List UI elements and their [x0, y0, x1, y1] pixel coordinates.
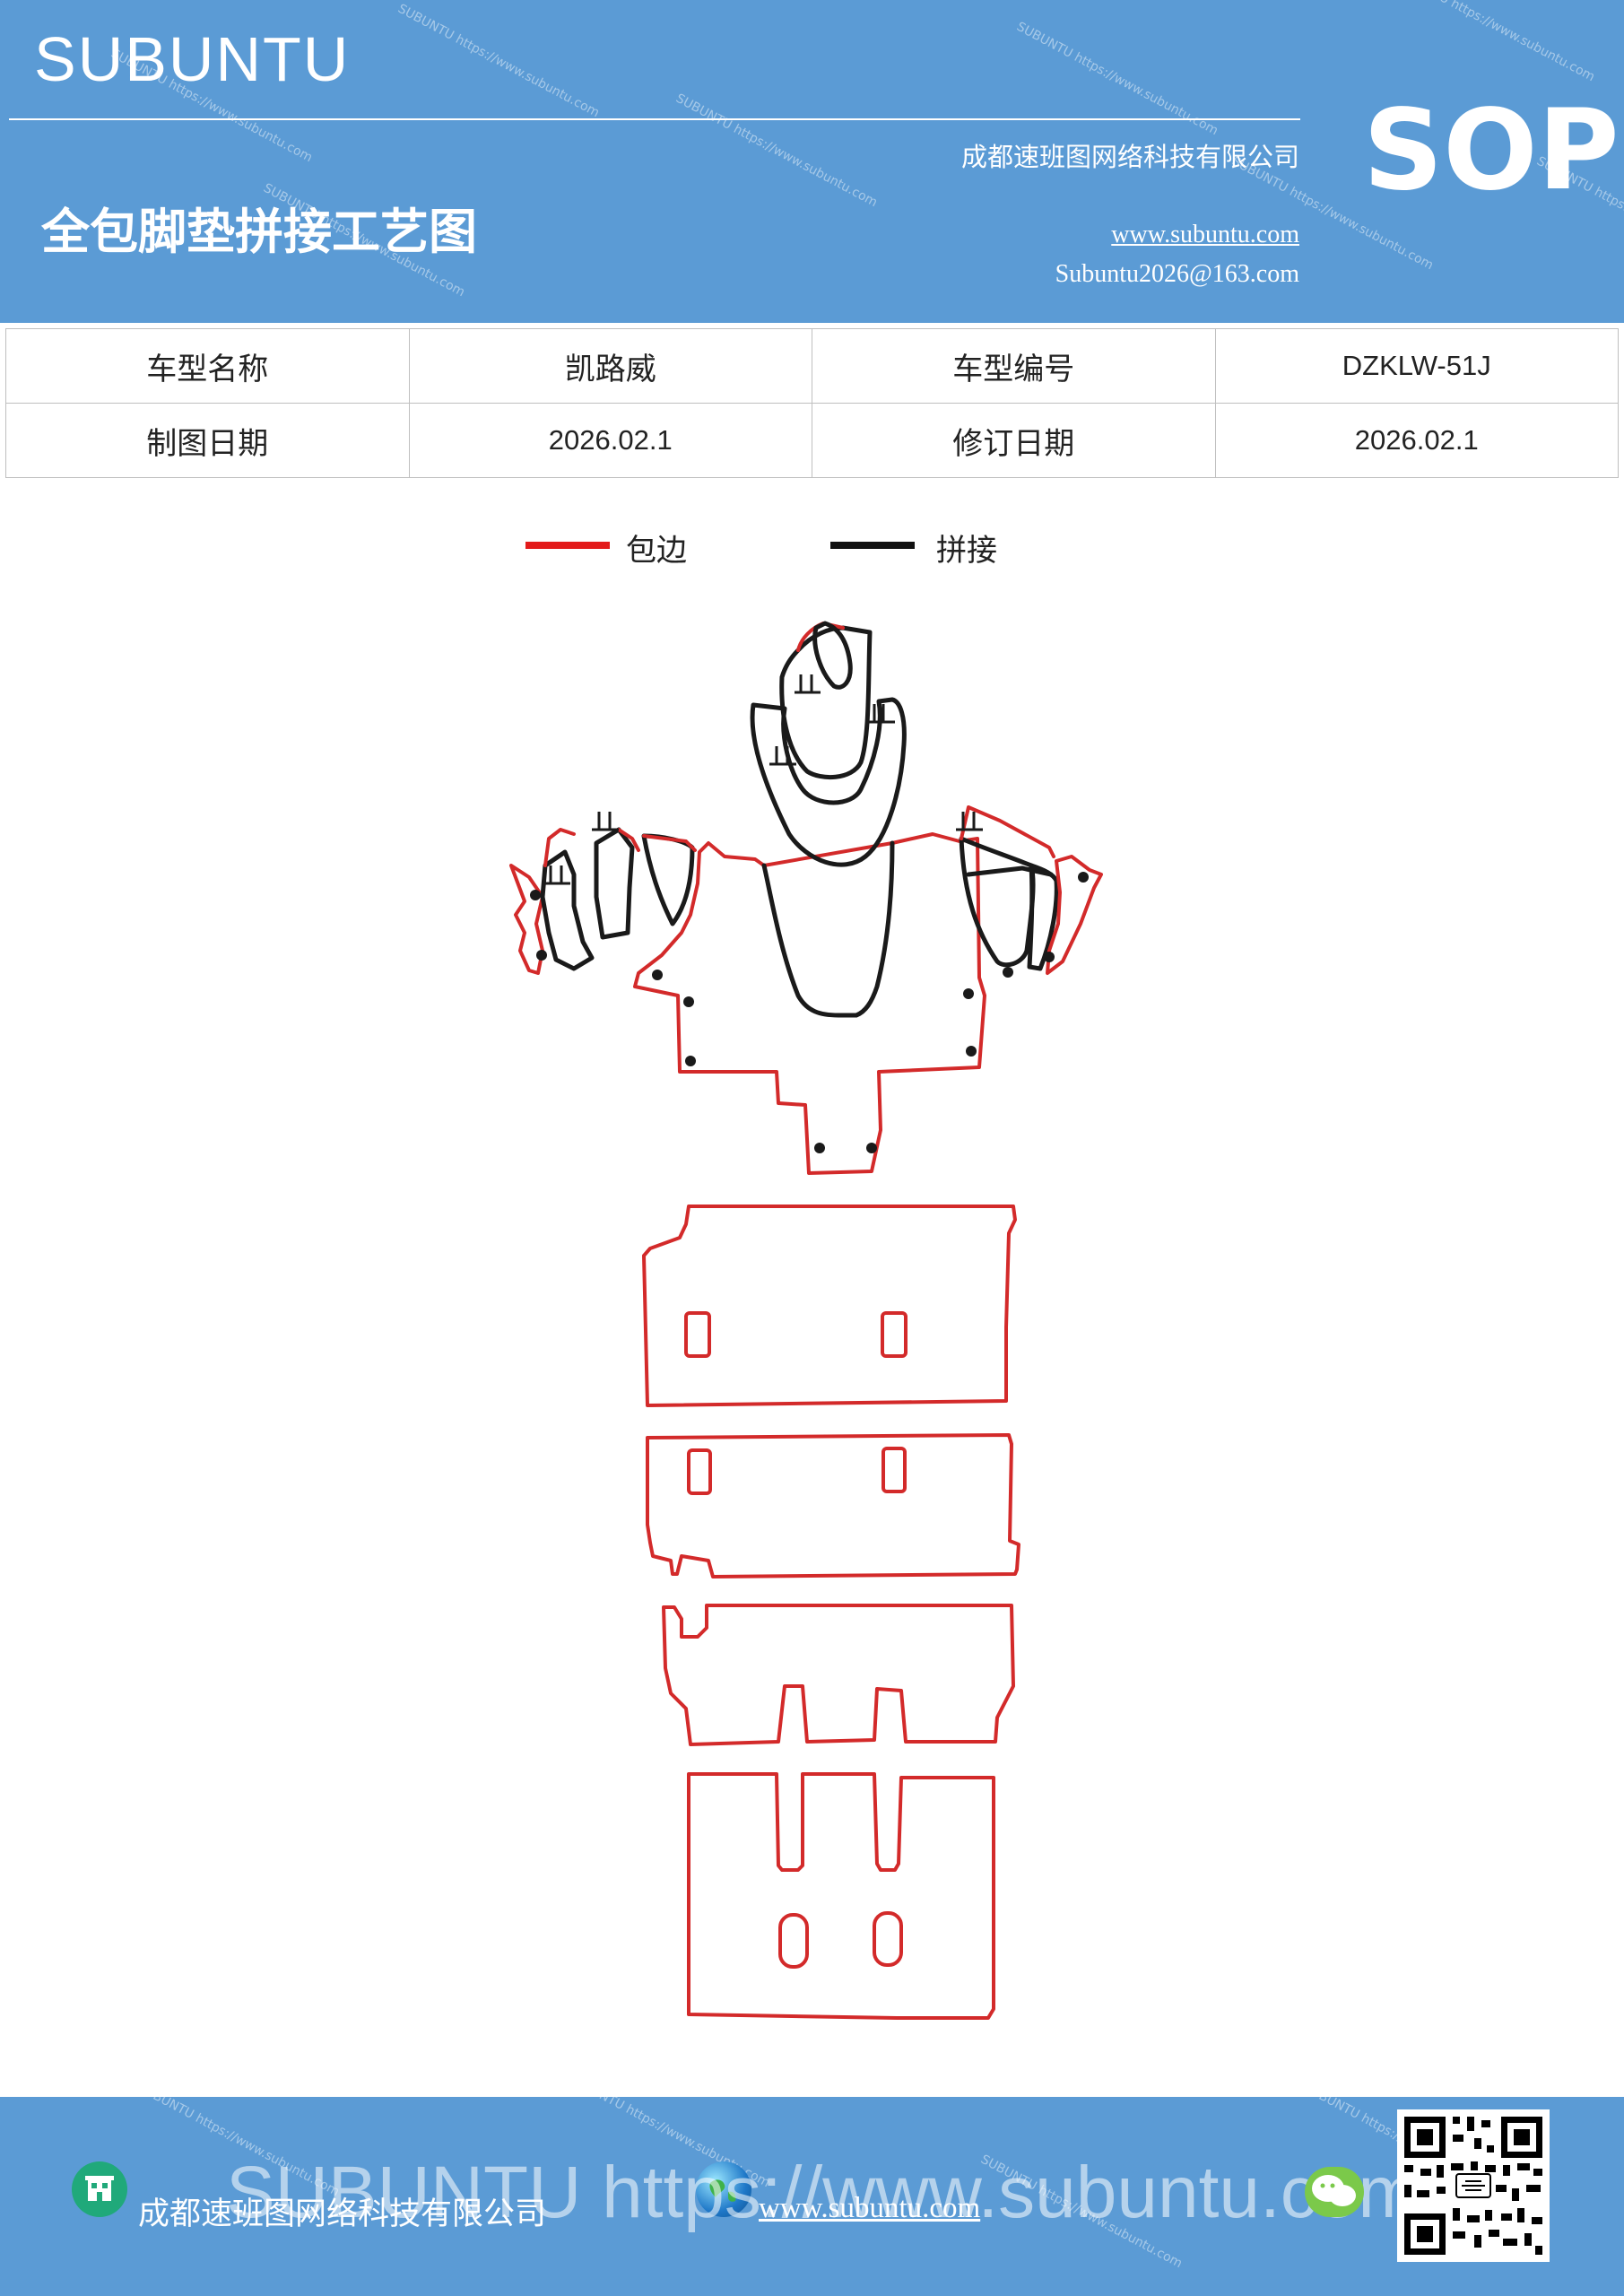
table-value: 凯路威: [408, 328, 812, 404]
contact-email[interactable]: Subuntu2026@163.com: [1055, 260, 1299, 288]
fastener-dot: [683, 996, 694, 1007]
fastener-dot: [963, 988, 974, 999]
seam-marker: [956, 812, 983, 831]
table-label: 修订日期: [812, 403, 1216, 478]
fourth-mat: [662, 1604, 1015, 1746]
fastener-dot: [1078, 872, 1089, 883]
left-seam-piece-2-edge: [617, 828, 640, 852]
fastener-dot: [866, 1143, 877, 1153]
table-value: 2026.02.1: [408, 403, 812, 478]
left-seam-piece-3-edge: [642, 834, 697, 852]
fastener-dot: [814, 1143, 825, 1153]
fastener-dot: [685, 1056, 696, 1066]
fastener-dot: [1044, 952, 1055, 962]
console-piece-top: [779, 625, 873, 780]
fastener-dot: [966, 1046, 977, 1057]
table-value: 2026.02.1: [1214, 403, 1619, 478]
footer-website-link[interactable]: www.subuntu.com: [759, 2192, 981, 2224]
fastener-dot: [1003, 967, 1013, 978]
vehicle-info-table: 车型名称 凯路威 车型编号 DZKLW-51J 制图日期 2026.02.1 修…: [5, 328, 1619, 478]
seat-anchor-cutout: [881, 1311, 908, 1358]
seam-marker: [769, 746, 796, 766]
legend: 包边 拼接: [525, 524, 1153, 572]
building-icon: [72, 2161, 127, 2217]
seat-anchor-cutout: [881, 1447, 907, 1493]
sop-badge: SOP: [1363, 86, 1620, 215]
left-seam-piece-2: [594, 827, 635, 940]
fastener-dot: [652, 970, 663, 980]
seat-anchor-cutout: [687, 1448, 712, 1495]
seam-marker: [795, 674, 821, 694]
right-seam-piece-1: [959, 836, 1036, 968]
rear-mat: [687, 1772, 995, 2020]
seam-marker: [543, 865, 570, 885]
fastener-dot: [530, 890, 541, 900]
table-label: 车型名称: [5, 328, 410, 404]
fastener-dot: [536, 950, 547, 961]
legend-swatch-black: [830, 542, 915, 549]
page-footer: SUBUNTU https://www.subuntu.com SUBUNTU …: [0, 2097, 1624, 2296]
brand-logo-text: SUBUNTU: [34, 24, 351, 94]
right-seam-piece-1-top: [960, 805, 1055, 858]
globe-icon: [696, 2161, 751, 2217]
table-row: 车型名称 凯路威 车型编号 DZKLW-51J: [5, 328, 1619, 404]
company-name: 成都速班图网络科技有限公司: [960, 142, 1299, 172]
legend-swatch-red: [525, 542, 610, 549]
wechat-icon[interactable]: [1305, 2167, 1364, 2217]
legend-label: 包边: [626, 533, 687, 569]
left-seam-piece-1: [540, 849, 595, 971]
page-title: 全包脚垫拼接工艺图: [41, 203, 477, 260]
page-header: SUBUNTU 成都速班图网络科技有限公司 全包脚垫拼接工艺图 www.subu…: [0, 0, 1624, 323]
table-row: 制图日期 2026.02.1 修订日期 2026.02.1: [5, 403, 1619, 478]
second-row-mat: [642, 1205, 1017, 1407]
table-value: DZKLW-51J: [1214, 328, 1619, 404]
console-piece-outer: [750, 697, 907, 867]
rear-cutout: [778, 1913, 809, 1969]
rear-cutout: [873, 1911, 903, 1967]
website-link[interactable]: www.subuntu.com: [1111, 221, 1299, 248]
table-label: 制图日期: [5, 403, 410, 478]
seat-anchor-cutout: [684, 1311, 711, 1358]
table-label: 车型编号: [812, 328, 1216, 404]
seam-marker: [868, 704, 895, 724]
third-row-mat: [646, 1433, 1020, 1578]
footer-company-name: 成都速班图网络科技有限公司: [138, 2196, 547, 2232]
seam-markers: [543, 674, 983, 885]
right-edge-piece: [1046, 855, 1103, 975]
center-seam: [761, 840, 895, 1018]
header-divider: [9, 118, 1300, 120]
qr-code[interactable]: [1397, 2109, 1550, 2262]
console-piece-tip: [812, 621, 853, 690]
left-seam-piece-1-edge: [543, 828, 576, 867]
fastener-dots: [530, 872, 1089, 1153]
footer-watermark: SUBUNTU https://www.subuntu.com: [226, 2152, 1420, 2233]
seam-marker: [592, 812, 619, 831]
right-seam-fold: [966, 865, 1054, 877]
legend-label: 拼接: [936, 533, 997, 569]
left-seam-piece-3: [641, 833, 695, 926]
